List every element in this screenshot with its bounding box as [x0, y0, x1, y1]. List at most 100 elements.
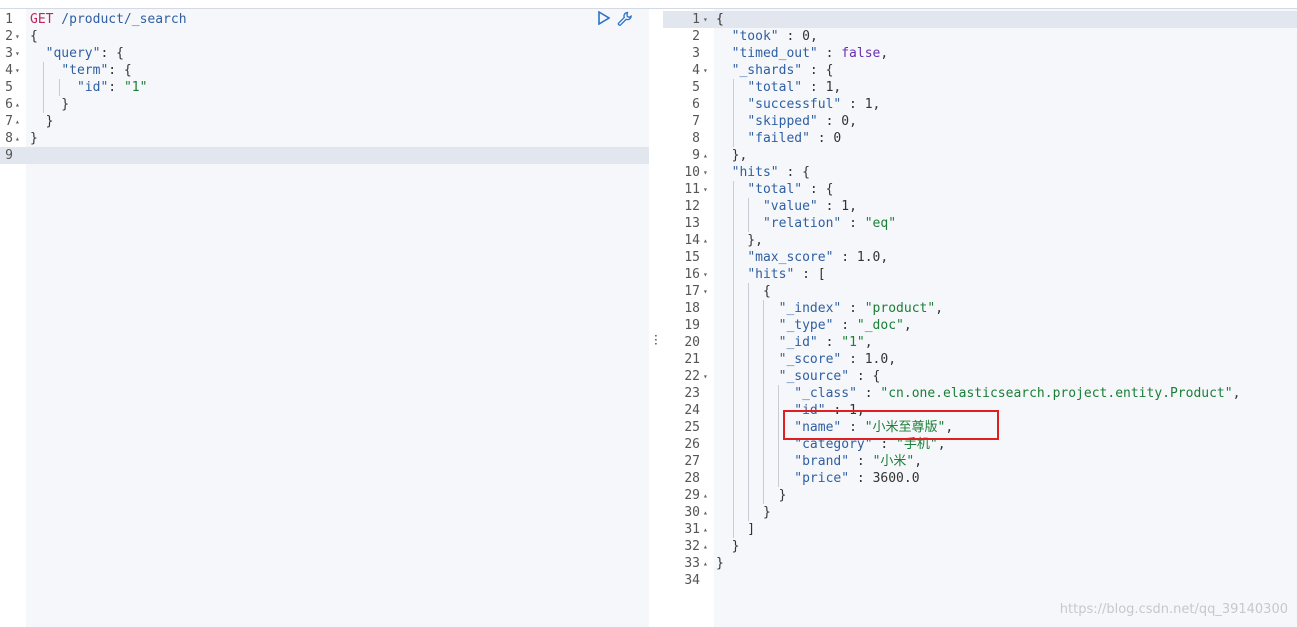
code-text: "hits" : { [716, 164, 810, 181]
code-text: "brand" : "小米", [716, 453, 922, 470]
fold-down-icon[interactable]: ▾ [703, 66, 708, 75]
line-number: 14 [684, 233, 700, 248]
fold-up-icon[interactable]: ▴ [15, 100, 20, 109]
line-number: 31 [684, 522, 700, 537]
fold-down-icon[interactable]: ▾ [703, 15, 708, 24]
token: "timed_out" [731, 46, 818, 61]
token: 1 [825, 80, 834, 95]
token: : [817, 199, 842, 214]
token: "_type" [778, 318, 834, 333]
wrench-icon[interactable] [617, 11, 633, 27]
fold-down-icon[interactable]: ▾ [15, 32, 20, 41]
line-number: 16 [684, 267, 700, 282]
code-line: 11▾ "total" : { [663, 181, 1297, 198]
token [716, 216, 763, 231]
line-number: 1 [5, 12, 13, 27]
code-text: "total" : { [716, 181, 833, 198]
code-line: 1▾{ [663, 11, 1297, 28]
fold-down-icon[interactable]: ▾ [703, 287, 708, 296]
token: 0 [802, 29, 810, 44]
code-text: "_score" : 1.0, [716, 351, 896, 368]
line-number: 13 [684, 216, 700, 231]
fold-up-icon[interactable]: ▴ [15, 117, 20, 126]
fold-up-icon[interactable]: ▴ [703, 542, 708, 551]
code-text: "_class" : "cn.one.elasticsearch.project… [716, 385, 1240, 402]
code-line: 9▴ }, [663, 147, 1297, 164]
token: "relation" [762, 216, 842, 231]
token: { [716, 12, 724, 27]
token [716, 46, 732, 61]
vertical-dots-icon[interactable]: ··· [654, 329, 658, 351]
code-text: "price" : 3600.0 [716, 470, 919, 487]
token: : [841, 420, 865, 435]
token: : { [802, 182, 834, 197]
token: : [809, 131, 834, 146]
line-number: 8 [692, 131, 700, 146]
code-line: 4▾ "term": { [0, 62, 649, 79]
code-text: "max_score" : 1.0, [716, 249, 888, 266]
code-line: 7 "skipped" : 0, [663, 113, 1297, 130]
play-triangle-icon[interactable] [598, 11, 610, 25]
response-gutter [663, 9, 714, 627]
code-text: "relation" : "eq" [716, 215, 896, 232]
code-line: 9 [0, 147, 649, 164]
fold-up-icon[interactable]: ▴ [15, 134, 20, 143]
line-number: 28 [684, 471, 700, 486]
code-line: 29▴ } [663, 487, 1297, 504]
token: , [888, 352, 897, 367]
token: : [108, 80, 124, 95]
token: "_index" [778, 301, 842, 316]
fold-up-icon[interactable]: ▴ [703, 525, 708, 534]
fold-up-icon[interactable]: ▴ [703, 559, 708, 568]
code-text: "skipped" : 0, [716, 113, 857, 130]
line-number: 2 [5, 29, 13, 44]
line-number: 12 [684, 199, 700, 214]
token: 0 [841, 114, 850, 129]
fold-up-icon[interactable]: ▴ [703, 151, 708, 160]
token: : { [778, 165, 810, 180]
token: "took" [731, 29, 779, 44]
fold-down-icon[interactable]: ▾ [703, 168, 708, 177]
line-number: 10 [684, 165, 700, 180]
fold-down-icon[interactable]: ▾ [15, 66, 20, 75]
fold-up-icon[interactable]: ▴ [703, 508, 708, 517]
fold-down-icon[interactable]: ▾ [703, 270, 708, 279]
top-border [0, 8, 1297, 9]
token: , [849, 114, 857, 129]
code-text: { [716, 283, 771, 300]
token: , [880, 250, 889, 265]
code-line: 8▴} [0, 130, 649, 147]
line-number: 18 [684, 301, 700, 316]
fold-down-icon[interactable]: ▾ [703, 185, 708, 194]
token: "price" [794, 471, 850, 486]
line-number: 22 [684, 369, 700, 384]
fold-up-icon[interactable]: ▴ [703, 491, 708, 500]
fold-down-icon[interactable]: ▾ [703, 372, 708, 381]
token: : [841, 97, 865, 112]
token: : { [802, 63, 834, 78]
token [716, 97, 747, 112]
code-line: 20 "_id" : "1", [663, 334, 1297, 351]
token: "_shards" [731, 63, 803, 78]
code-line: 15 "max_score" : 1.0, [663, 249, 1297, 266]
token: : [817, 335, 842, 350]
request-code-area[interactable] [26, 9, 649, 627]
token: : [841, 301, 865, 316]
fold-up-icon[interactable]: ▴ [703, 236, 708, 245]
token: "小米至尊版" [864, 420, 946, 435]
pane-splitter[interactable] [649, 9, 663, 627]
token [716, 250, 747, 265]
token: "_score" [778, 352, 842, 367]
fold-down-icon[interactable]: ▾ [15, 49, 20, 58]
code-line: 17▾ { [663, 283, 1297, 300]
line-number: 23 [684, 386, 700, 401]
line-number: 11 [684, 182, 700, 197]
code-text: } [716, 538, 740, 555]
line-number: 15 [684, 250, 700, 265]
token [716, 267, 747, 282]
code-line: 22▾ "_source" : { [663, 368, 1297, 385]
code-text: } [716, 555, 724, 572]
code-line: 23 "_class" : "cn.one.elasticsearch.proj… [663, 385, 1297, 402]
